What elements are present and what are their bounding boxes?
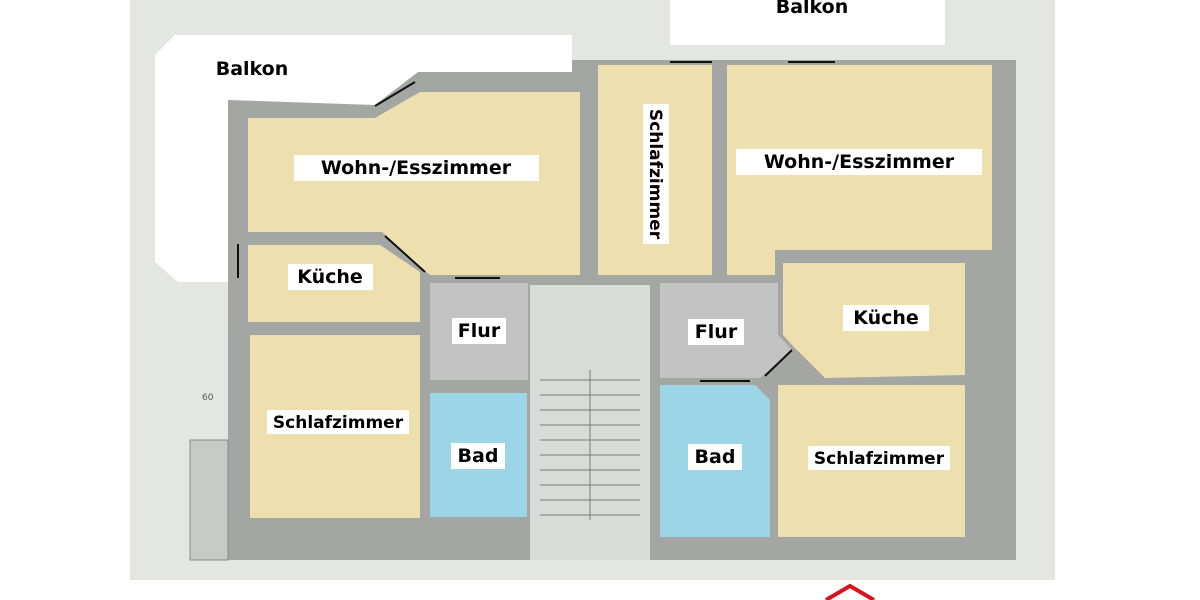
stair-steps xyxy=(540,370,640,520)
balcony-right xyxy=(670,0,945,45)
label-kitchen-left: Küche xyxy=(297,266,363,288)
room-living-left xyxy=(248,92,580,275)
label-bath-right: Bad xyxy=(695,446,736,468)
dimension-note: 60 xyxy=(202,393,214,403)
label-kitchen-right: Küche xyxy=(853,307,919,329)
outer-stairs xyxy=(189,439,229,561)
label-hall-right: Flur xyxy=(695,321,738,343)
label-bedroom-right: Schlafzimmer xyxy=(814,449,945,469)
label-balcony-right: Balkon xyxy=(776,0,849,18)
label-balcony-left: Balkon xyxy=(216,58,289,80)
label-living-right: Wohn-/Esszimmer xyxy=(764,151,955,173)
label-bedroom-left: Schlafzimmer xyxy=(273,413,404,433)
door-lines xyxy=(237,61,835,382)
label-bath-left: Bad xyxy=(458,445,499,467)
balcony-left xyxy=(155,35,572,282)
label-hall-left: Flur xyxy=(458,320,501,342)
label-bedroom-middle: Schlafzimmer xyxy=(645,109,665,240)
label-text: Balkon xyxy=(216,58,289,80)
label-text: Balkon xyxy=(776,0,849,18)
label-living-left: Wohn-/Esszimmer xyxy=(321,157,512,179)
north-arrow-icon xyxy=(824,583,876,600)
